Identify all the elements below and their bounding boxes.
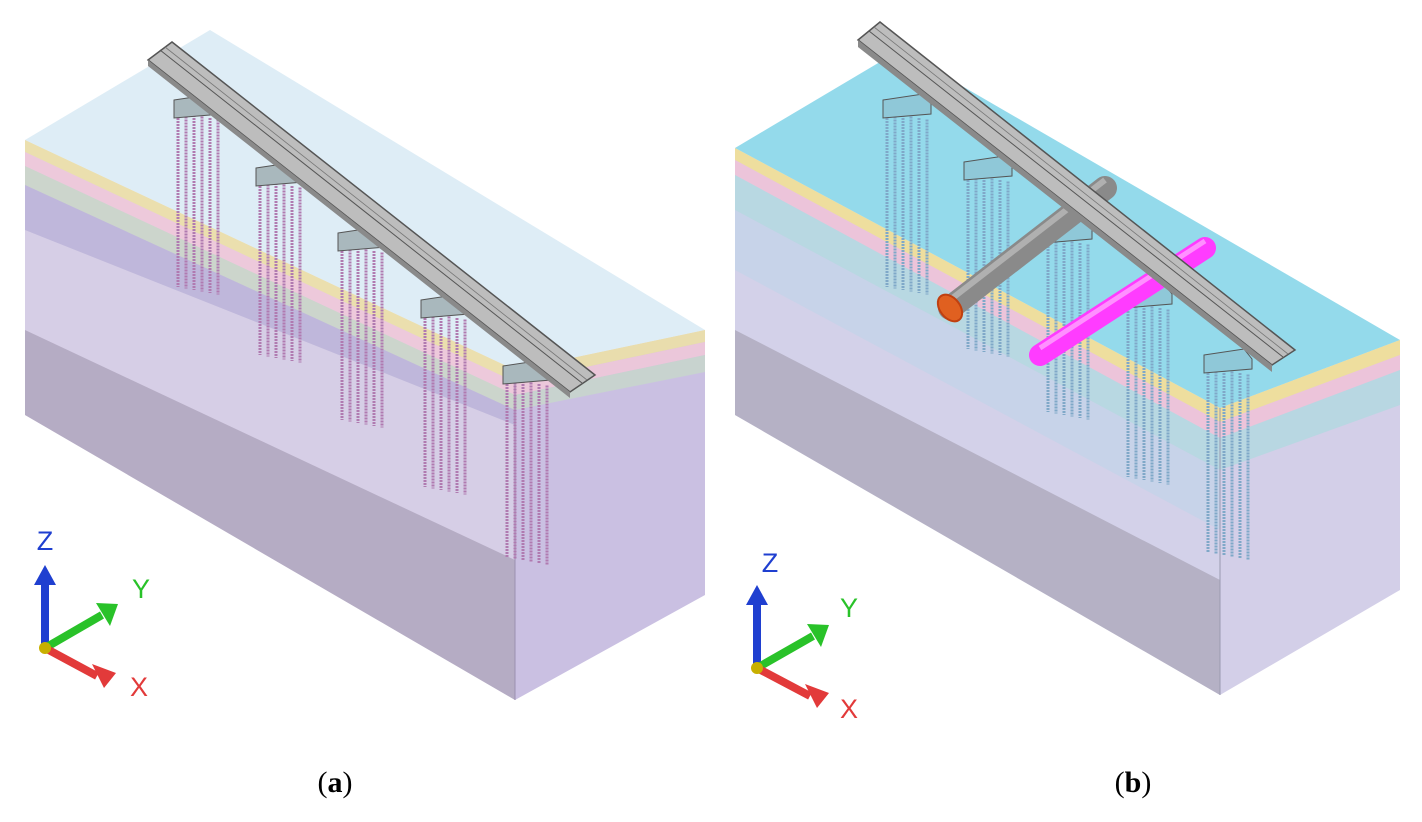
pile-groups-b [882, 93, 1253, 560]
pile-group-b-1 [882, 93, 932, 295]
pile-cap [963, 155, 1013, 181]
y-axis-label: Y [132, 574, 150, 604]
x-axis-label: X [130, 672, 148, 702]
axis-triad-b: Z Y X [746, 548, 858, 724]
pile-group-b-5 [1203, 348, 1253, 560]
x-axis-label: X [840, 694, 858, 724]
pile-group-a-3 [337, 226, 387, 428]
soil-block-b [735, 50, 1400, 695]
z-axis-label: Z [762, 548, 779, 578]
bridge-deck-a [146, 41, 597, 398]
y-axis-label: Y [840, 593, 858, 623]
caption-b: (b) [1114, 766, 1152, 799]
axis-triad-a: Z Y X [34, 526, 150, 702]
pile-cap [1203, 348, 1253, 374]
panel-b: Z Y X [735, 21, 1400, 724]
pile-group-a-5 [502, 359, 552, 566]
bridge-deck-b [856, 21, 1297, 372]
pile-cap [882, 93, 932, 119]
panel-a: Z Y X [25, 30, 705, 702]
z-axis-label: Z [37, 526, 54, 556]
caption-a: (a) [317, 766, 353, 799]
